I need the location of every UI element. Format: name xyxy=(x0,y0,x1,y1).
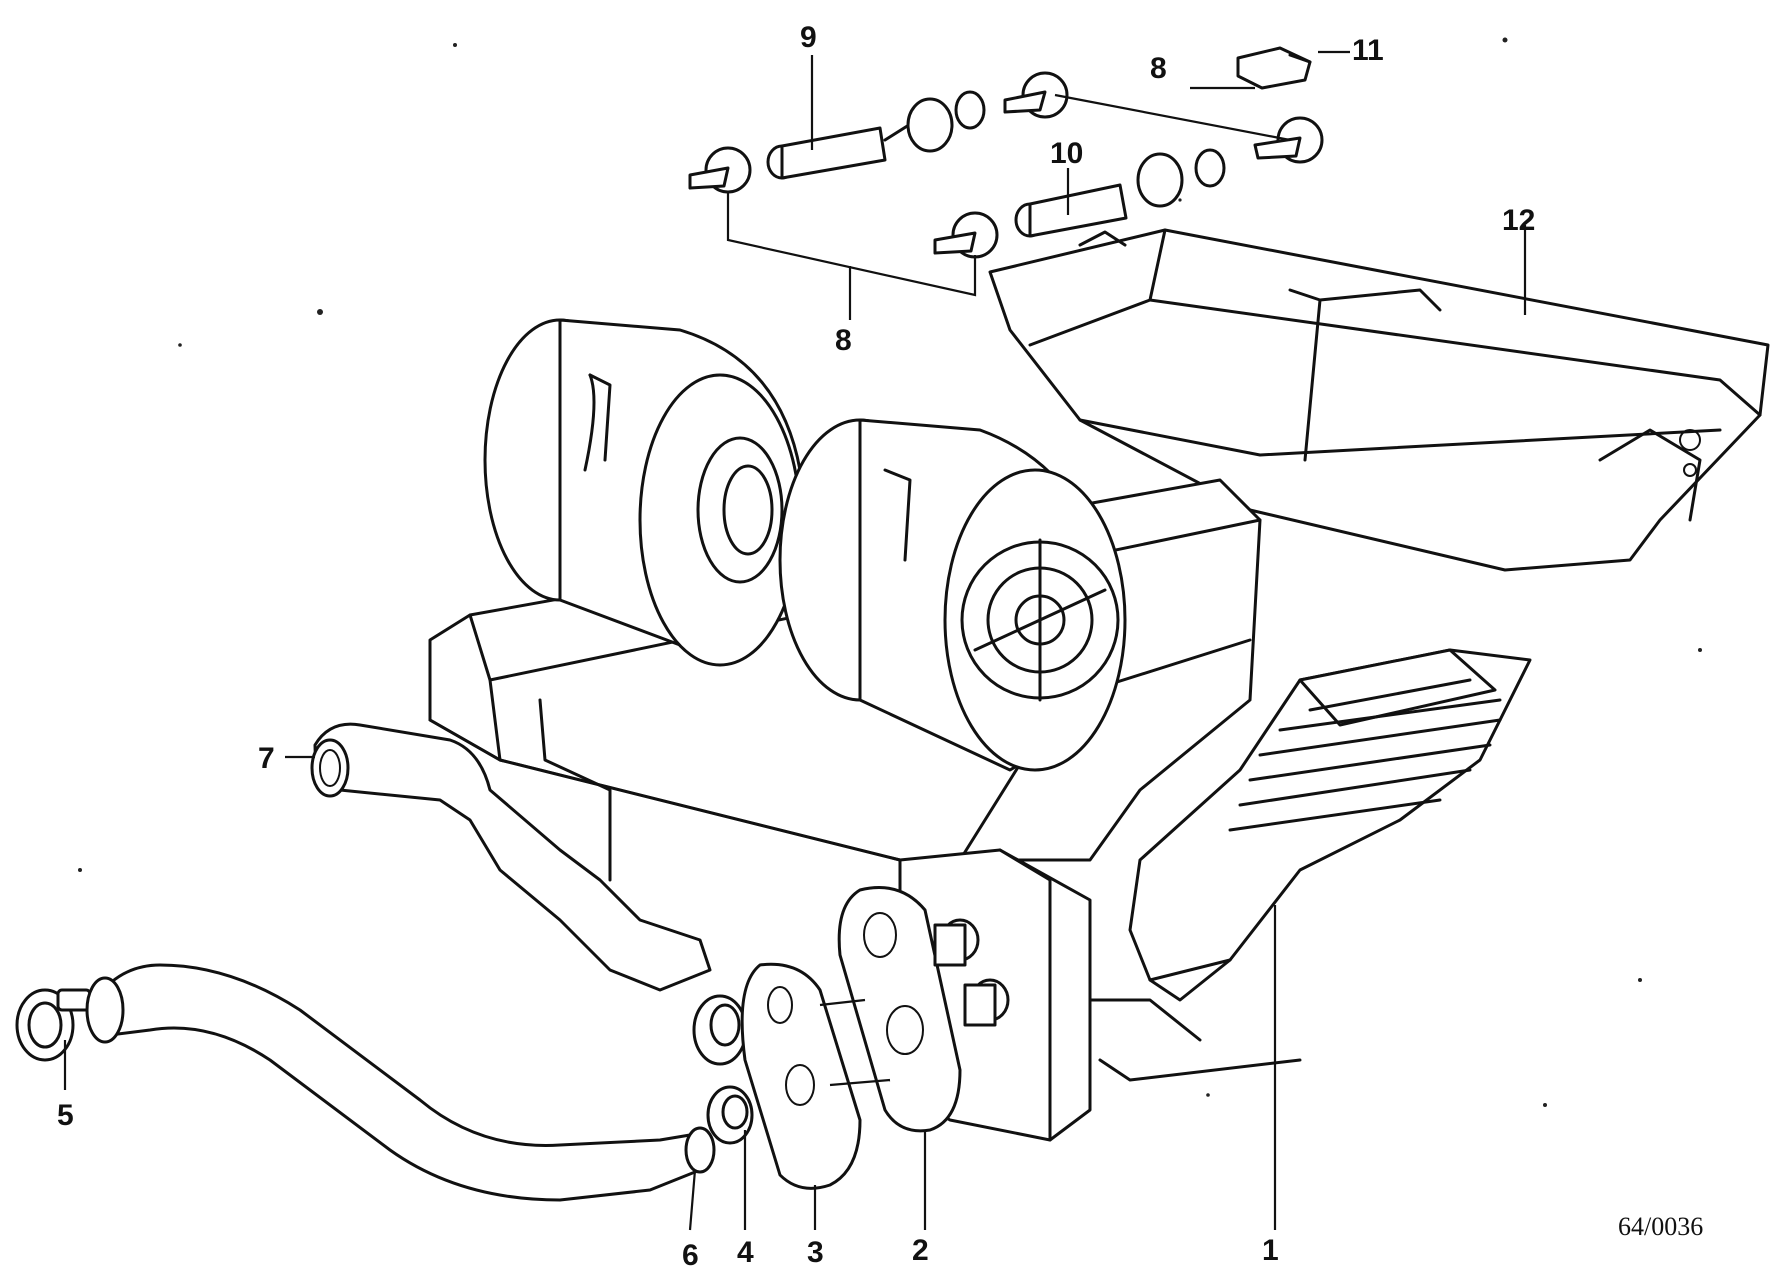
callout-7: 7 xyxy=(258,742,275,775)
part-3-gasket xyxy=(740,962,862,1190)
part-4-seal-rings xyxy=(692,994,754,1145)
air-outlet-duct xyxy=(1128,648,1532,1002)
part-5-hose-clamp xyxy=(15,976,125,1062)
callout-4: 4 xyxy=(737,1236,754,1269)
callout-6: 6 xyxy=(682,1239,699,1272)
callout-3: 3 xyxy=(807,1236,824,1269)
leader-lines xyxy=(63,55,1527,1231)
part-2-flange xyxy=(819,886,962,1133)
callout-8-bottom: 8 xyxy=(835,324,852,357)
callout-11: 11 xyxy=(1352,34,1384,67)
callout-labels: 1 2 3 4 5 6 7 8 8 9 10 11 12 xyxy=(57,21,1535,1272)
blower-motor-left xyxy=(483,318,802,667)
callout-12: 12 xyxy=(1502,204,1535,237)
scan-specks xyxy=(78,37,1702,1107)
part-7-hose xyxy=(310,722,712,992)
part-10-shaft xyxy=(1014,148,1226,238)
callout-8-top: 8 xyxy=(1150,52,1167,85)
callout-9: 9 xyxy=(800,21,817,54)
part-6-hose xyxy=(93,963,716,1202)
callout-5: 5 xyxy=(57,1099,74,1132)
diagram-reference-code: 64/0036 xyxy=(1618,1212,1703,1241)
heater-core-pipe-stubs xyxy=(933,918,1010,1027)
blower-motor-right xyxy=(778,418,1127,772)
callout-1: 1 xyxy=(1262,1234,1279,1267)
part-8-clips xyxy=(688,71,1324,320)
callout-2: 2 xyxy=(912,1234,929,1267)
part-9-shaft xyxy=(766,90,986,180)
part-11-bracket xyxy=(1236,46,1312,90)
part-12-air-duct xyxy=(988,228,1770,572)
callout-10: 10 xyxy=(1050,137,1083,170)
